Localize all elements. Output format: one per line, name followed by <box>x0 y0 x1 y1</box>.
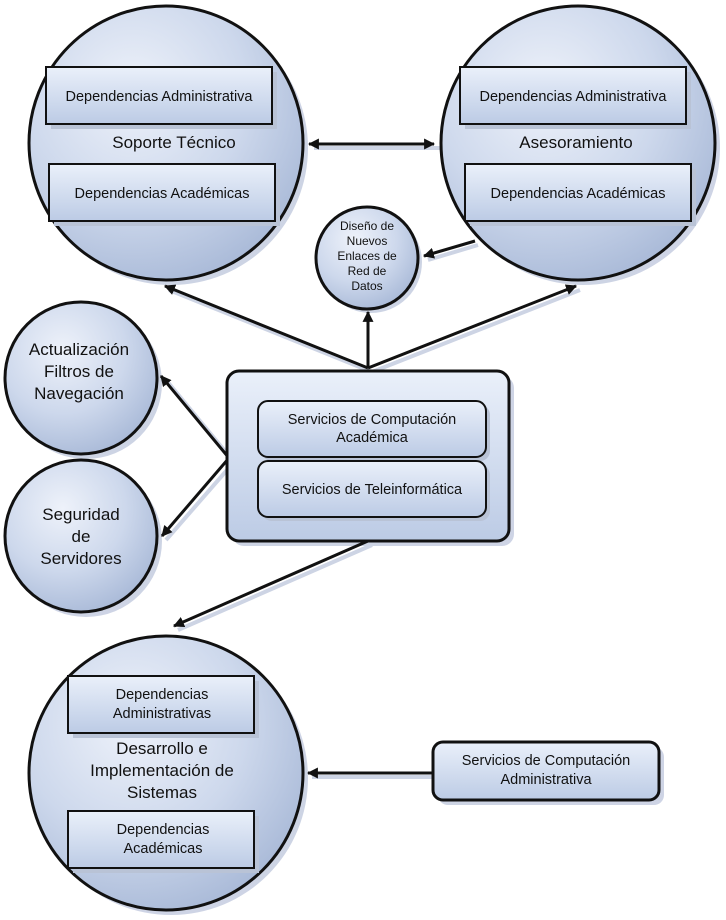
node-seguridad-servidores: Seguridad de Servidores <box>3 458 159 614</box>
node-asesoramiento: Dependencias Administrativa Asesoramient… <box>439 4 717 282</box>
central-computacion-box <box>257 400 487 458</box>
actualizacion-line-1: Actualización <box>29 340 129 359</box>
arrow-asesoramiento-diseno <box>422 239 476 259</box>
desarrollo-box-acad <box>67 810 255 869</box>
connector-layer <box>159 138 578 779</box>
central-teleinformatica-box <box>257 460 487 518</box>
node-central-services: Servicios de Computación Académica Servi… <box>225 369 511 543</box>
soporte-title: Soporte Técnico <box>112 133 235 152</box>
asesoramiento-title: Asesoramiento <box>519 133 632 152</box>
diseno-line-3: Enlaces de <box>337 249 397 263</box>
node-computacion-administrativa: Servicios de Computación Administrativa <box>431 740 661 802</box>
arrow-central-seguridad <box>160 457 231 537</box>
soporte-box-admin-label: Dependencias Administrativa <box>66 89 254 105</box>
node-actualizacion-filtros: Actualización Filtros de Navegación <box>3 300 159 456</box>
seguridad-line-1: Seguridad <box>42 505 120 524</box>
desarrollo-title-line-3: Sistemas <box>127 783 197 802</box>
central-teleinformatica-label: Servicios de Teleinformática <box>282 482 463 498</box>
comp-admin-line-1: Servicios de Computación <box>462 753 630 769</box>
desarrollo-box-admin <box>67 675 255 734</box>
soporte-box-admin <box>45 66 273 125</box>
comp-admin-box <box>431 740 661 802</box>
node-soporte-tecnico: Dependencias Administrativa Soporte Técn… <box>27 4 305 282</box>
arrow-central-actualizacion <box>159 375 231 459</box>
node-diseno-enlaces: Diseño de Nuevos Enlaces de Red de Datos <box>314 205 420 311</box>
diseno-line-1: Diseño de <box>340 219 394 233</box>
diseno-line-4: Red de <box>348 264 387 278</box>
arrow-central-soporte <box>163 284 369 370</box>
soporte-box-acad <box>48 163 276 222</box>
diseno-circle <box>314 205 420 311</box>
desarrollo-title-line-2: Implementación de <box>90 761 234 780</box>
actualizacion-line-3: Navegación <box>34 384 124 403</box>
asesoramiento-box-admin-label: Dependencias Administrativa <box>480 89 668 105</box>
desarrollo-box-admin-line-1: Dependencias <box>116 687 209 703</box>
comp-admin-line-2: Administrativa <box>500 772 592 788</box>
central-computacion-line-2: Académica <box>336 430 409 446</box>
soporte-box-acad-label: Dependencias Académicas <box>75 186 250 202</box>
seguridad-line-2: de <box>72 527 91 546</box>
desarrollo-box-acad-line-1: Dependencias <box>117 822 210 838</box>
actualizacion-circle <box>3 300 159 456</box>
desarrollo-title-line-1: Desarrollo e <box>116 739 208 758</box>
asesoramiento-box-admin <box>459 66 687 125</box>
seguridad-line-3: Servidores <box>40 549 121 568</box>
central-computacion-line-1: Servicios de Computación <box>288 412 456 428</box>
desarrollo-box-acad-line-2: Académicas <box>124 841 203 857</box>
node-desarrollo-implementacion: Dependencias Administrativas Desarrollo … <box>27 634 305 912</box>
desarrollo-box-admin-line-2: Administrativas <box>113 706 211 722</box>
asesoramiento-box-acad-label: Dependencias Académicas <box>491 186 666 202</box>
seguridad-circle <box>3 458 159 614</box>
arrow-central-desarrollo <box>172 539 369 628</box>
actualizacion-line-2: Filtros de <box>44 362 114 381</box>
diseno-line-5: Datos <box>351 279 382 293</box>
asesoramiento-box-acad <box>464 163 692 222</box>
arrow-central-asesoramiento <box>367 284 578 370</box>
diseno-line-2: Nuevos <box>347 234 388 248</box>
